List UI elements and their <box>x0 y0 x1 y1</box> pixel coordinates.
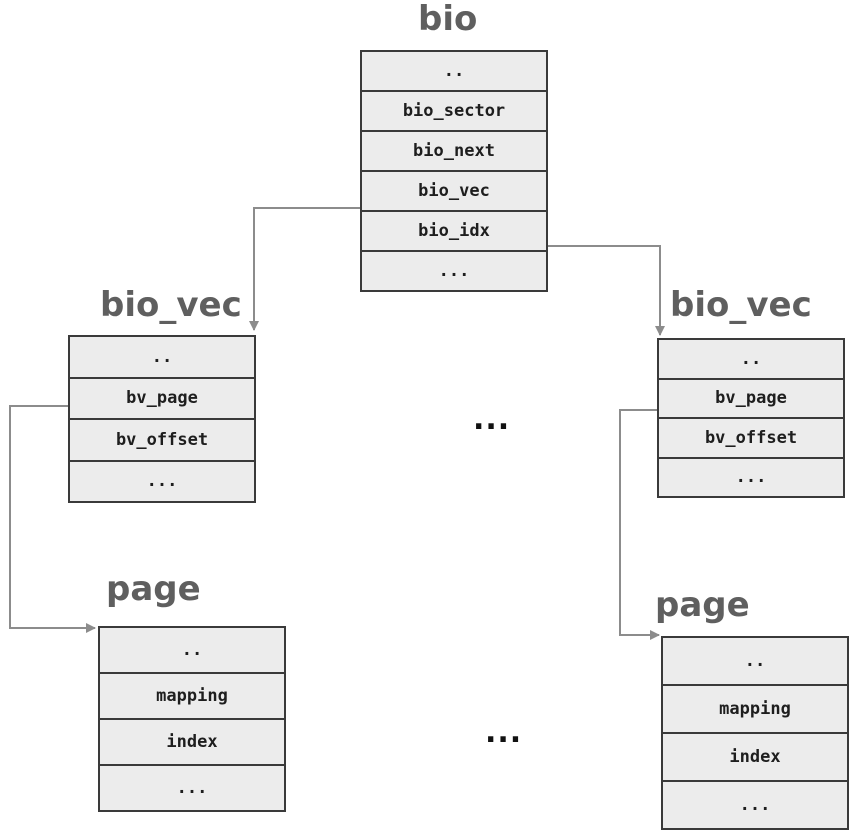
page-left-field-mapping: mapping <box>100 674 284 720</box>
arrow-right-bv-page-to-page <box>619 409 660 640</box>
arrow-bio-idx-to-right-bio-vec <box>546 245 665 336</box>
page-left-field-ellipsis-bottom: ... <box>176 778 208 798</box>
page-left-title: page <box>106 569 201 609</box>
page-right-field-index: index <box>663 734 847 782</box>
bio-field-bio-idx: bio_idx <box>362 212 546 252</box>
bio-field-bio-sector: bio_sector <box>362 92 546 132</box>
bio-field-bio-next: bio_next <box>362 132 546 172</box>
bio-vec-left-field-ellipsis-bottom: ... <box>146 471 178 492</box>
page-right-field-mapping: mapping <box>663 686 847 734</box>
bio-field-ellipsis-bottom: ... <box>438 261 470 281</box>
page-right-title: page <box>655 585 750 625</box>
page-left-field-index: index <box>100 720 284 766</box>
bio-vec-right-title: bio_vec <box>670 285 812 325</box>
bio-vec-left-struct: .. bv_page bv_offset ... <box>68 335 256 503</box>
bio-vec-right-struct: .. bv_page bv_offset ... <box>657 338 845 498</box>
page-left-field-ellipsis-top: .. <box>100 628 284 674</box>
middle-ellipsis-bottom: ... <box>485 715 523 750</box>
bio-vec-left-field-ellipsis-top: .. <box>70 337 254 379</box>
bio-field-ellipsis-top: .. <box>362 52 546 92</box>
page-right-field-ellipsis-bottom: ... <box>739 795 771 815</box>
arrow-bio-vec-to-left-bio-vec <box>249 207 360 331</box>
bio-vec-left-field-bv-offset: bv_offset <box>70 420 254 462</box>
bio-vec-right-field-bv-offset: bv_offset <box>659 419 843 459</box>
middle-ellipsis-top: ... <box>473 402 511 437</box>
bio-vec-left-field-bv-page: bv_page <box>70 379 254 420</box>
bio-vec-right-field-bv-page: bv_page <box>659 380 843 419</box>
page-right-field-ellipsis-top: .. <box>663 638 847 686</box>
bio-field-bio-vec: bio_vec <box>362 172 546 212</box>
page-left-struct: .. mapping index ... <box>98 626 286 812</box>
page-right-struct: .. mapping index ... <box>661 636 849 830</box>
bio-vec-right-field-ellipsis-bottom: ... <box>735 467 767 488</box>
bio-vec-left-title: bio_vec <box>100 285 242 325</box>
bio-title: bio <box>418 0 478 39</box>
bio-struct: .. bio_sector bio_next bio_vec bio_idx .… <box>360 50 548 292</box>
bio-vec-right-field-ellipsis-top: .. <box>659 340 843 380</box>
